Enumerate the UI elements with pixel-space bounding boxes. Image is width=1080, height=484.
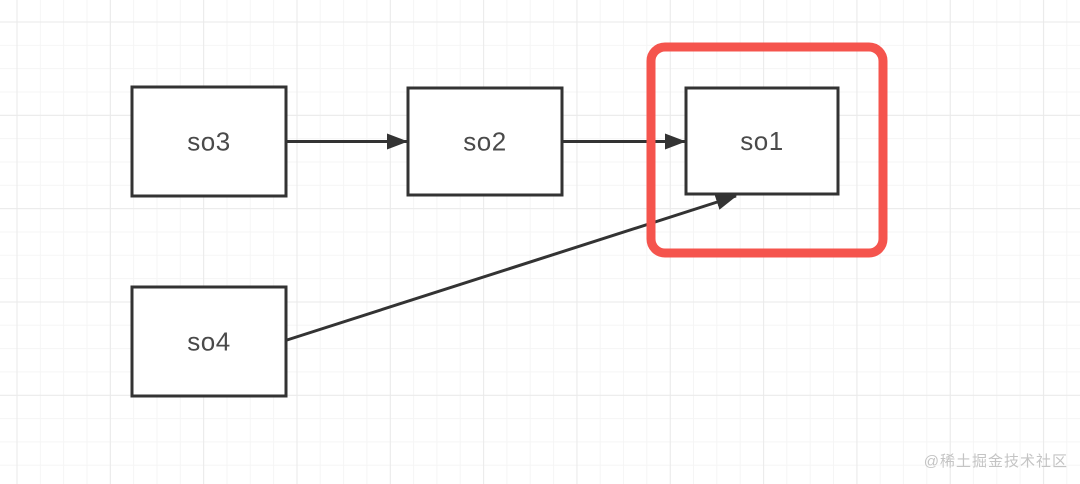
node-so3-shape[interactable]	[130, 85, 288, 198]
highlight-box[interactable]	[646, 42, 888, 258]
node-so1-label: so1	[740, 126, 783, 156]
node-so2-shape[interactable]	[406, 86, 564, 197]
node-so1-shape[interactable]	[684, 86, 840, 196]
nodes-layer: so3 so2 so1 so4	[130, 85, 840, 398]
annotation-layer	[646, 42, 888, 258]
node-so4-label: so4	[187, 327, 230, 357]
node-so3-label: so3	[187, 127, 230, 157]
node-so2-label: so2	[463, 127, 506, 157]
watermark: @稀土掘金技术社区	[923, 453, 1068, 470]
node-so1[interactable]: so1	[684, 86, 840, 196]
node-so4-shape[interactable]	[130, 285, 288, 398]
node-so2[interactable]: so2	[406, 86, 564, 197]
node-so3[interactable]: so3	[130, 85, 288, 198]
node-so4[interactable]: so4	[130, 285, 288, 398]
edges-layer	[286, 133, 737, 342]
edge-so4-so1[interactable]	[286, 194, 737, 342]
